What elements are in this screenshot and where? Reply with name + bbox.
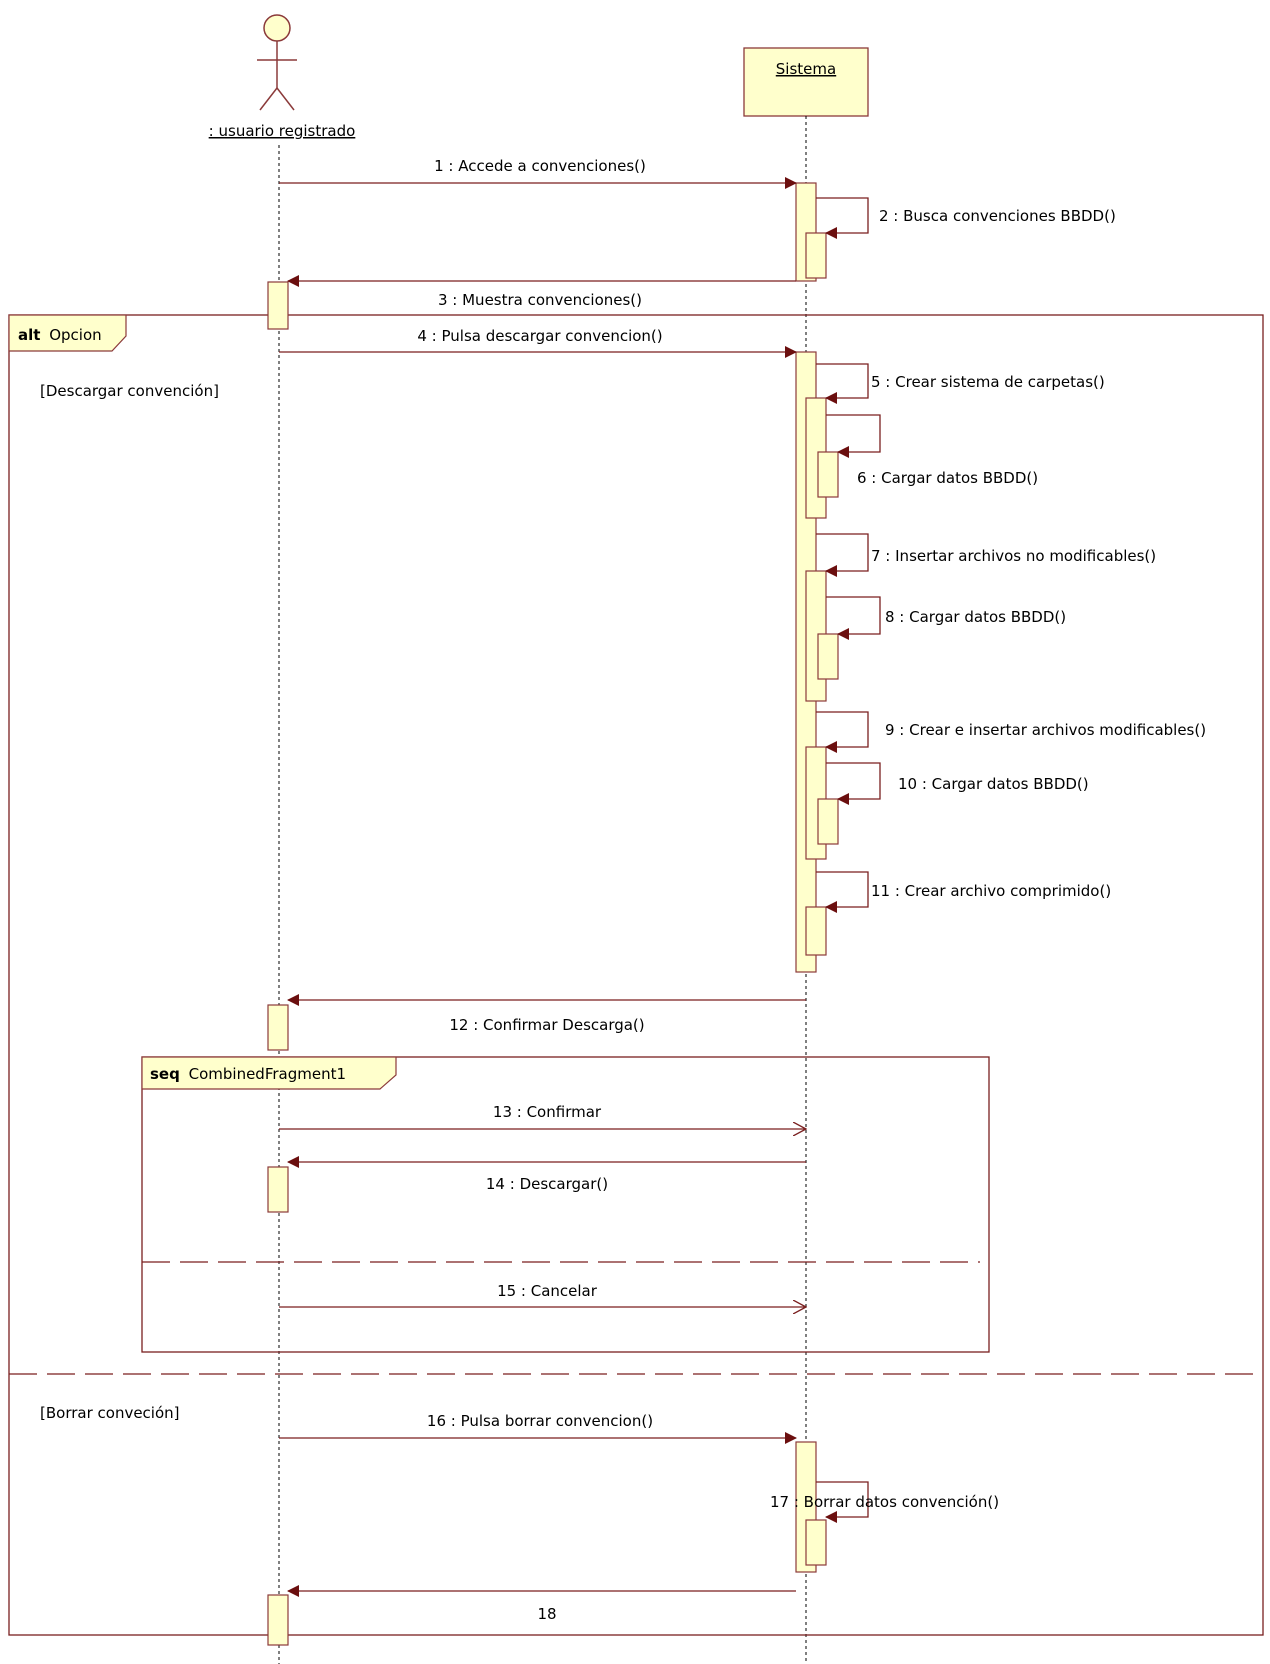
activation-system-2-sub-8 xyxy=(817,633,839,680)
system-name: Sistema xyxy=(776,60,836,78)
message-label-9: 9 : Crear e insertar archivos modificabl… xyxy=(885,721,1206,739)
message-label-16: 16 : Pulsa borrar convencion() xyxy=(427,1412,653,1430)
message-arrow-6 xyxy=(826,414,881,458)
message-label-14: 14 : Descargar() xyxy=(486,1175,608,1193)
fragment-alt-guard-delete: [Borrar conveción] xyxy=(40,1404,180,1422)
messages xyxy=(279,177,881,1597)
activation-user-3 xyxy=(267,1166,289,1213)
message-label-6: 6 : Cargar datos BBDD() xyxy=(857,469,1038,487)
message-arrow-9 xyxy=(816,711,869,753)
fragment-seq-frame xyxy=(141,1056,990,1353)
message-arrow-17 xyxy=(816,1481,869,1523)
activation-user-1 xyxy=(267,281,289,330)
fragment-seq-label: seq CombinedFragment1 xyxy=(150,1065,346,1083)
message-label-11: 11 : Crear archivo comprimido() xyxy=(871,882,1111,900)
activation-user-2 xyxy=(267,1004,289,1051)
actor-stick-figure-icon xyxy=(257,14,297,111)
message-label-2: 2 : Busca convenciones BBDD() xyxy=(879,207,1116,225)
fragment-seq: seq CombinedFragment1 xyxy=(141,1056,990,1353)
fragment-alt-guard-download: [Descargar convención] xyxy=(40,382,219,400)
message-label-1: 1 : Accede a convenciones() xyxy=(434,157,646,175)
message-label-7: 7 : Insertar archivos no modificables() xyxy=(871,547,1156,565)
message-label-13: 13 : Confirmar xyxy=(493,1103,602,1121)
fragment-alt-frame xyxy=(8,314,1264,1636)
system-header-box xyxy=(743,47,869,117)
message-label-15: 15 : Cancelar xyxy=(497,1282,598,1300)
message-label-3: 3 : Muestra convenciones() xyxy=(438,291,642,309)
fragment-alt-tab xyxy=(8,314,127,352)
message-label-10: 10 : Cargar datos BBDD() xyxy=(898,775,1089,793)
lifeline-user: : usuario registrado xyxy=(209,14,356,1664)
fragment-alt-label: alt Opcion xyxy=(18,326,102,344)
activation-system-2-sub-6 xyxy=(817,451,839,498)
message-label-5: 5 : Crear sistema de carpetas() xyxy=(871,373,1105,391)
actor-name-user: : usuario registrado xyxy=(209,122,356,140)
activation-system-2-sub-10 xyxy=(817,798,839,845)
message-label-4: 4 : Pulsa descargar convencion() xyxy=(417,327,662,345)
message-label-12: 12 : Confirmar Descarga() xyxy=(449,1016,644,1034)
activation-system-2-sub-11 xyxy=(805,906,827,956)
message-label-17: 17 : Borrar datos convención() xyxy=(770,1493,999,1511)
message-arrow-11 xyxy=(816,871,869,913)
activation-system-1-nested xyxy=(805,232,827,279)
fragment-seq-tab xyxy=(141,1056,397,1090)
message-label-18: 18 xyxy=(537,1605,556,1623)
message-arrow-5 xyxy=(816,363,869,404)
activation-system-3-nested xyxy=(805,1519,827,1566)
fragment-alt: alt Opcion [Descargar convención] [Borra… xyxy=(8,314,1264,1636)
activation-user-4 xyxy=(267,1594,289,1646)
message-labels: 1 : Accede a convenciones() 2 : Busca co… xyxy=(417,157,1206,1623)
activations xyxy=(267,182,839,1646)
message-arrow-2 xyxy=(816,197,869,239)
message-label-8: 8 : Cargar datos BBDD() xyxy=(885,608,1066,626)
message-arrow-10 xyxy=(826,762,881,805)
message-arrow-7 xyxy=(816,533,869,577)
message-arrow-8 xyxy=(826,596,881,640)
